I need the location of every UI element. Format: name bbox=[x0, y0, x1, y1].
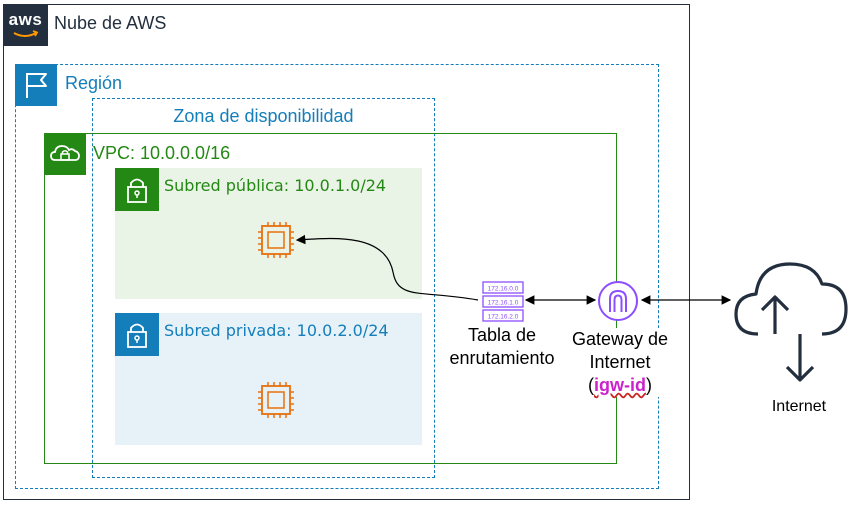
internet-gateway-label-line1: Gateway de bbox=[571, 329, 669, 349]
public-subnet-label: Subred pública: 10.0.1.0/24 bbox=[164, 176, 387, 195]
aws-cloud-label: Nube de AWS bbox=[54, 13, 167, 33]
route-table-icon: 172.16.0.0 172.16.1.0 172.16.2.0 bbox=[482, 281, 524, 322]
internet-gateway-icon bbox=[598, 281, 638, 321]
region-group bbox=[15, 64, 659, 489]
private-subnet-label: Subred privada: 10.0.2.0/24 bbox=[164, 321, 389, 340]
internet-gateway-label: Gateway de Internet (igw-id) bbox=[561, 328, 679, 397]
internet-label: Internet bbox=[771, 398, 827, 415]
route-table-label-line1: Tabla de bbox=[467, 325, 537, 345]
igw-open-paren: ( bbox=[588, 375, 594, 395]
route-table-entry-3: 172.16.2.0 bbox=[488, 314, 519, 321]
internet-cloud-icon bbox=[734, 262, 848, 382]
region-flag-icon bbox=[15, 64, 57, 106]
internet-gateway-id-line: (igw-id) bbox=[561, 374, 679, 397]
aws-cloud-group bbox=[3, 4, 690, 500]
route-table-label-line2: enrutamiento bbox=[449, 348, 555, 368]
private-subnet-lock-icon bbox=[115, 313, 159, 356]
igw-close-paren: ) bbox=[646, 375, 652, 395]
public-subnet-lock-icon bbox=[115, 168, 159, 211]
internet-gateway-id: igw-id bbox=[594, 375, 646, 395]
availability-zone-label: Zona de disponibilidad bbox=[173, 106, 354, 126]
region-label: Región bbox=[65, 73, 123, 93]
aws-logo-icon: aws bbox=[3, 4, 48, 46]
internet-gateway-label-line2: Internet bbox=[589, 352, 651, 372]
route-table-label: Tabla de enrutamiento bbox=[440, 324, 564, 370]
vpc-cloud-lock-icon bbox=[44, 133, 86, 175]
availability-zone-group bbox=[92, 98, 435, 478]
route-table-entry-1: 172.16.0.0 bbox=[488, 286, 519, 293]
aws-logo-text: aws bbox=[8, 10, 43, 29]
private-subnet-group bbox=[115, 313, 422, 445]
vpc-label: VPC: 10.0.0.0/16 bbox=[93, 143, 231, 163]
ec2-instance-public-icon bbox=[258, 222, 294, 258]
ec2-instance-private-icon bbox=[258, 382, 294, 418]
route-to-public-ec2-arrow bbox=[295, 234, 479, 301]
route-table-entry-2: 172.16.1.0 bbox=[488, 300, 519, 307]
